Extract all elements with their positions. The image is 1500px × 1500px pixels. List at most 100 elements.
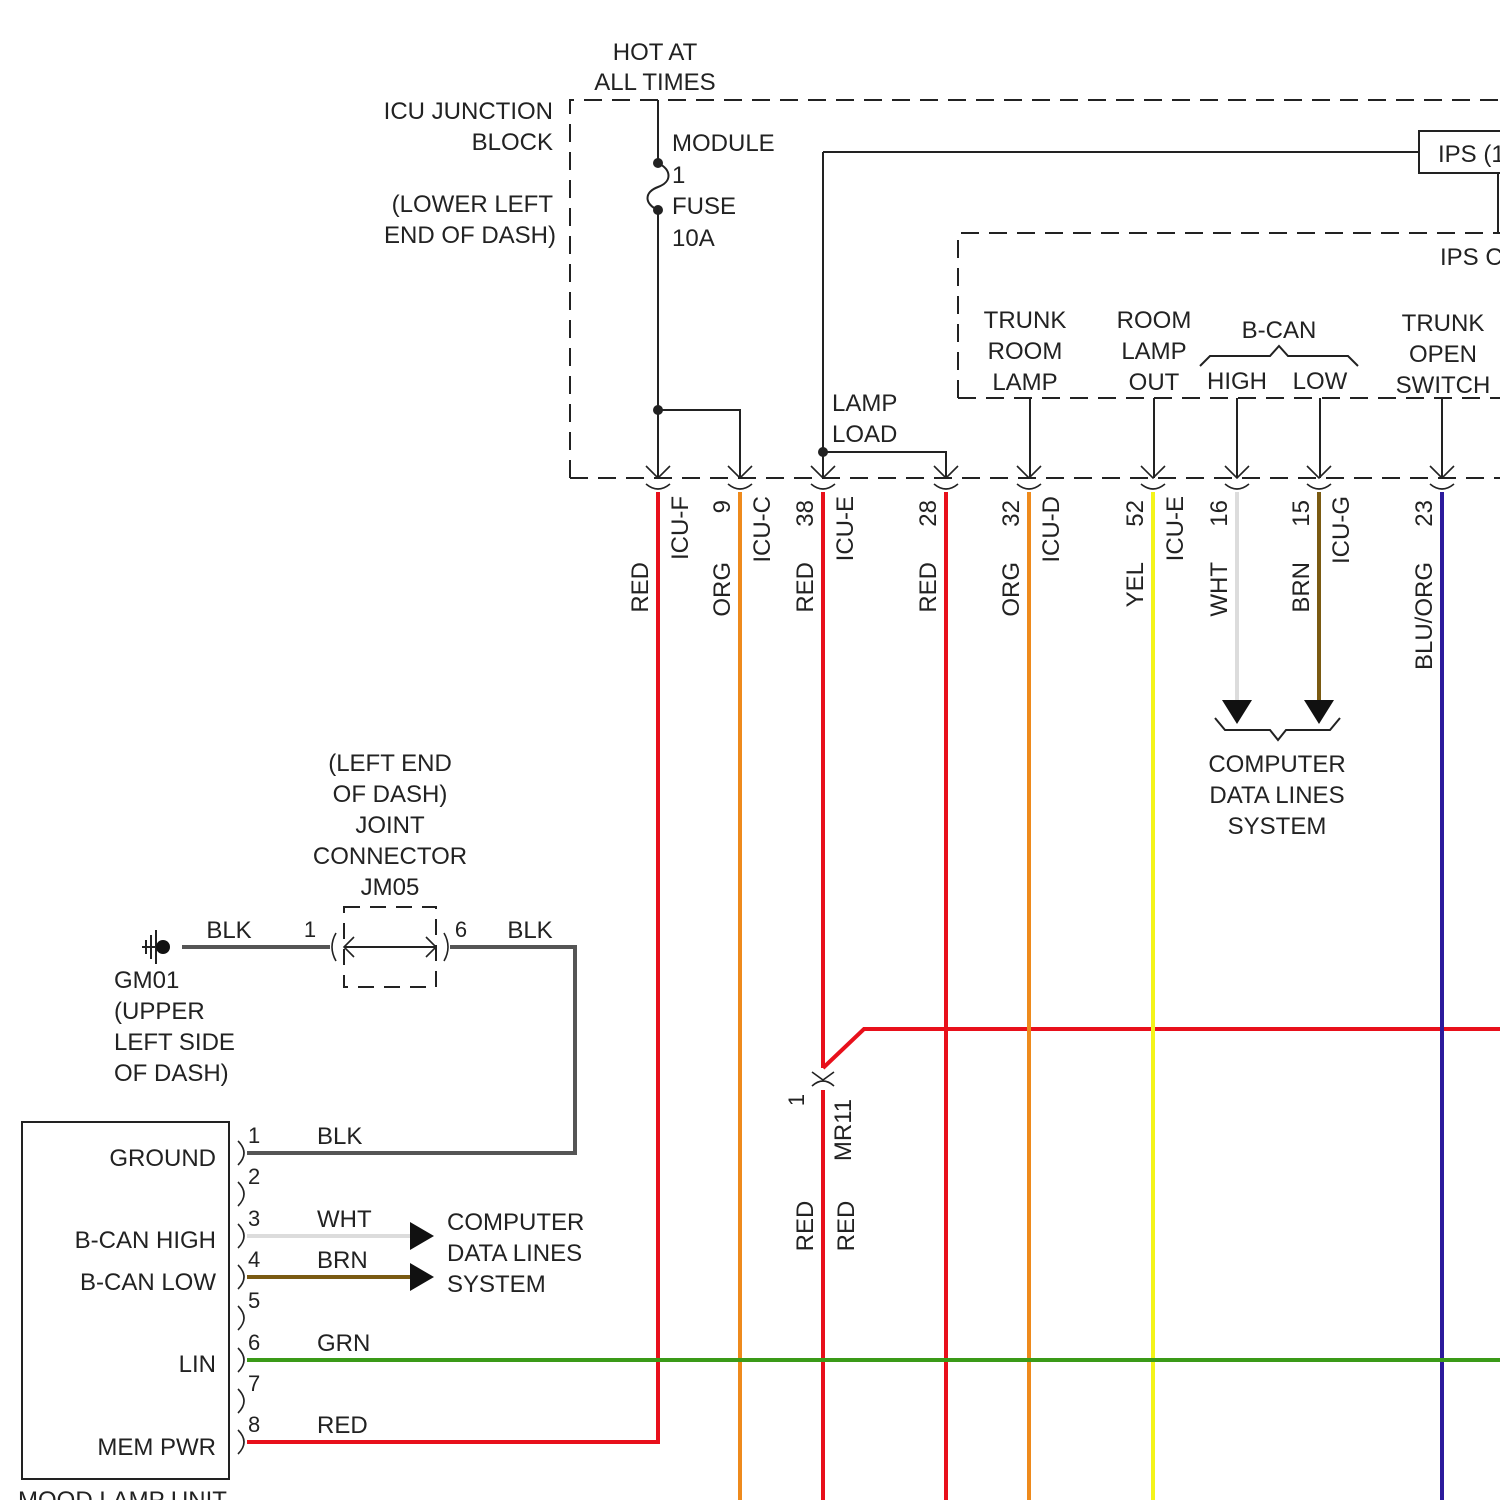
mood-lamp-pin-number: 4: [248, 1247, 260, 1272]
mood-wire-pin3: WHT: [317, 1206, 372, 1233]
mood-lamp-mem-pwr-label: MEM PWR: [97, 1434, 216, 1461]
icu-pin-connector-name: ICU-E: [1162, 496, 1189, 561]
hot-at-all-times-line1: HOT AT: [613, 39, 698, 66]
joint-wire-out-label: BLK: [507, 917, 552, 944]
room-lamp-out-label-3: OUT: [1129, 369, 1180, 396]
data-lines-left-2: DATA LINES: [447, 1240, 582, 1267]
icu-pin-connector-name: ICU-F: [667, 496, 694, 560]
wire-group: [182, 492, 1500, 1500]
bcan-low-label: LOW: [1293, 368, 1348, 395]
data-lines-left-3: SYSTEM: [447, 1271, 546, 1298]
mood-lamp-unit-box: [22, 1122, 229, 1479]
icu-block-name-line2: BLOCK: [472, 129, 553, 156]
icu-pin-wire-color: YEL: [1122, 562, 1149, 607]
data-line-arrow-left-low: [410, 1263, 434, 1291]
mood-lamp-pin-glyph: [238, 1389, 244, 1413]
icu-pin-number: 9: [709, 500, 736, 513]
bcan-high-label: HIGH: [1207, 368, 1267, 395]
mood-lamp-pin-glyph: [238, 1265, 244, 1289]
trunk-room-lamp-label-3: LAMP: [992, 369, 1057, 396]
wire-red-38-branch: [823, 1029, 1500, 1068]
mood-wire-pin8: RED: [317, 1412, 368, 1439]
data-lines-brace-right: [1215, 718, 1340, 740]
ground-icon: [142, 930, 170, 964]
icu-pin-number: 16: [1206, 500, 1233, 527]
data-lines-left-1: COMPUTER: [447, 1209, 584, 1236]
mood-lamp-lin-label: LIN: [179, 1351, 216, 1378]
mood-wire-pin1: BLK: [317, 1123, 362, 1150]
mood-wire-pin4: BRN: [317, 1247, 368, 1274]
hot-at-all-times-line2: ALL TIMES: [594, 69, 715, 96]
joint-label-1: (LEFT END: [328, 750, 452, 777]
mood-lamp-pin-number: 8: [248, 1412, 260, 1437]
mood-lamp-bcan-high-label: B-CAN HIGH: [75, 1227, 216, 1254]
room-lamp-out-label-2: LAMP: [1121, 338, 1186, 365]
icu-pin-wire-color: RED: [792, 562, 819, 613]
joint-label-4: CONNECTOR: [313, 843, 467, 870]
mr11-connector-label: MR11: [830, 1099, 857, 1161]
wire-red-icuf: [247, 492, 658, 1442]
icu-pin-connector-name: ICU-C: [749, 496, 776, 563]
icu-pin-number: 23: [1411, 500, 1438, 527]
data-line-arrow-left-high: [410, 1222, 434, 1250]
icu-pin-connector-name: ICU-D: [1038, 496, 1065, 563]
mr11-pin: 1: [784, 1094, 809, 1106]
icu-pin-number: 38: [792, 500, 819, 527]
ground-loc-1: (UPPER: [114, 998, 205, 1025]
mr11-connector-glyph: [812, 1072, 834, 1086]
lamp-load-line: [823, 452, 946, 478]
fuse-label-line1: MODULE: [672, 130, 775, 157]
icu-pin-connector-name: ICU-G: [1328, 496, 1355, 564]
trunk-open-switch-label-2: OPEN: [1409, 341, 1477, 368]
joint-pin-in: 1: [304, 917, 316, 942]
fuse-splice-line: [658, 410, 740, 478]
mr11-wire-label-right: RED: [833, 1201, 860, 1252]
ips-module-label: IPS C: [1440, 244, 1500, 271]
data-lines-right-1: COMPUTER: [1208, 751, 1345, 778]
trunk-open-switch-label-3: SWITCH: [1396, 372, 1491, 399]
mr11-wire-label-left: RED: [792, 1201, 819, 1252]
trunk-room-lamp-label-1: TRUNK: [984, 307, 1067, 334]
icu-pin-connector-name: ICU-E: [832, 496, 859, 561]
mood-lamp-pin-glyph: [238, 1141, 244, 1165]
icu-block-loc-line1: (LOWER LEFT: [392, 191, 554, 218]
icu-pin-number: 52: [1122, 500, 1149, 527]
mood-lamp-pin-number: 5: [248, 1288, 260, 1313]
fuse-label-line3: FUSE: [672, 193, 736, 220]
icu-pin-number: 28: [915, 500, 942, 527]
icu-block-loc-line2: END OF DASH): [384, 222, 556, 249]
icu-pin-wire-color: WHT: [1206, 562, 1233, 617]
ground-name: GM01: [114, 967, 179, 994]
mood-lamp-pin-glyph: [238, 1224, 244, 1248]
mood-lamp-pin-number: 1: [248, 1123, 260, 1148]
data-line-arrow-high: [1222, 700, 1252, 724]
mood-lamp-pin-number: 7: [248, 1371, 260, 1396]
mood-lamp-pins: 1 2 3 4 5 6 7 8: [238, 1123, 260, 1454]
fuse-symbol: [648, 163, 669, 210]
icu-pin-wire-color: ORG: [998, 562, 1025, 617]
joint-pin-out: 6: [455, 917, 467, 942]
joint-label-3: JOINT: [355, 812, 425, 839]
mood-lamp-pin-number: 2: [248, 1164, 260, 1189]
mood-lamp-pin-number: 6: [248, 1330, 260, 1355]
mood-wire-pin6: GRN: [317, 1330, 370, 1357]
joint-label-5: JM05: [361, 874, 420, 901]
lamp-load-label-line1: LAMP: [832, 390, 897, 417]
icu-pin-number: 32: [998, 500, 1025, 527]
ground-loc-2: LEFT SIDE: [114, 1029, 235, 1056]
trunk-room-lamp-label-2: ROOM: [988, 338, 1063, 365]
bcan-brace: [1200, 346, 1358, 366]
data-lines-right-3: SYSTEM: [1228, 813, 1327, 840]
icu-pin-wire-color: ORG: [709, 562, 736, 617]
joint-wire-in-label: BLK: [206, 917, 251, 944]
data-line-arrow-low: [1304, 700, 1334, 724]
icu-pin-wire-color: RED: [627, 562, 654, 613]
mood-lamp-pin-glyph: [238, 1306, 244, 1330]
mood-lamp-pin-number: 3: [248, 1206, 260, 1231]
icu-pin-number: 15: [1288, 500, 1315, 527]
mood-lamp-pin-glyph: [238, 1348, 244, 1372]
mood-lamp-title: MOOD LAMP UNIT: [18, 1487, 227, 1500]
icu-pin-wire-color: BRN: [1288, 562, 1315, 613]
